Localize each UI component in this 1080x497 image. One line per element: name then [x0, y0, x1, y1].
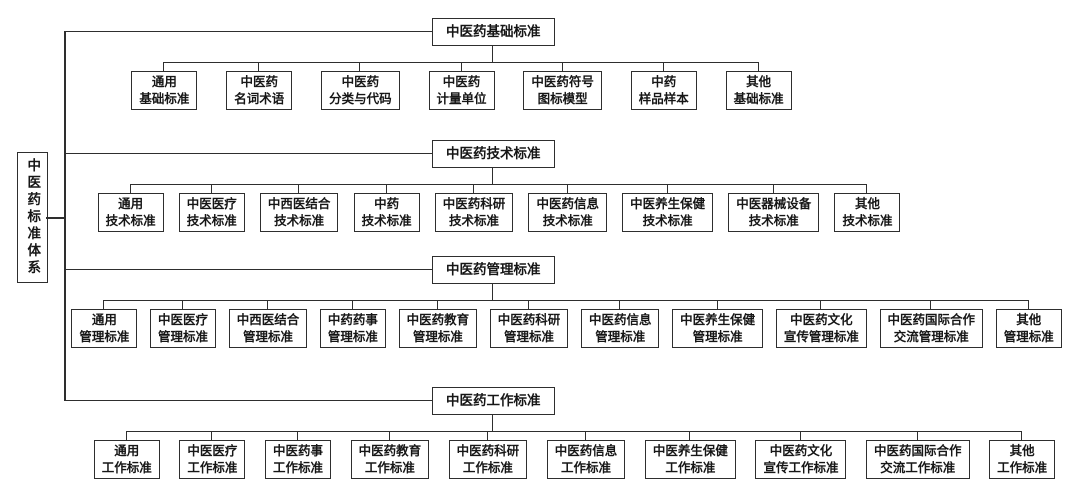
child-node-box: 中医养生保健 工作标准 [644, 440, 736, 479]
child-node-box: 中药 样品样本 [630, 71, 697, 110]
child-node-box: 中西医结合 管理标准 [228, 309, 308, 348]
child-node: 中西医结合 管理标准 [222, 300, 314, 348]
child-node-box: 中医医疗 工作标准 [179, 440, 246, 479]
child-node-box: 中医药国际合作 交流管理标准 [879, 309, 984, 348]
child-node: 其他 技术标准 [826, 184, 908, 232]
child-node: 中西医结合 技术标准 [252, 184, 346, 232]
child-node: 其他 工作标准 [979, 431, 1065, 479]
branch-connector-line [64, 152, 432, 154]
branch-header-holder: 中医药管理标准 [432, 256, 555, 299]
child-node: 中医药教育 工作标准 [340, 431, 439, 479]
child-node: 中医养生保健 管理标准 [665, 300, 770, 348]
child-node-box: 其他 基础标准 [725, 71, 792, 110]
child-node: 通用 工作标准 [84, 431, 170, 479]
child-node: 通用 基础标准 [117, 62, 212, 110]
branch-header-work-standards: 中医药工作标准 [432, 387, 555, 415]
child-node: 中医药教育 管理标准 [392, 300, 484, 348]
child-node: 中医养生保健 工作标准 [635, 431, 746, 479]
child-node: 中医药科研 工作标准 [438, 431, 538, 479]
branch-header-holder: 中医药基础标准 [432, 18, 555, 61]
child-node-box: 中医药信息 工作标准 [546, 440, 626, 479]
child-node-box: 通用 工作标准 [93, 440, 160, 479]
child-node-box: 中医药科研 技术标准 [434, 193, 514, 232]
child-node: 中医药信息 工作标准 [536, 431, 636, 479]
child-node-box: 中医医疗 技术标准 [178, 193, 245, 232]
child-node-box: 中医药教育 工作标准 [350, 440, 430, 479]
child-node-box: 中医养生保健 管理标准 [672, 309, 764, 348]
child-node: 中药 技术标准 [346, 184, 428, 232]
root-node-tcm-standard-system: 中医药标准体系 [17, 152, 48, 283]
child-node-box: 中药药事 管理标准 [319, 309, 386, 348]
child-node-box: 中西医结合 技术标准 [259, 193, 339, 232]
child-node: 通用 管理标准 [65, 300, 144, 348]
branch-header-management-standards: 中医药管理标准 [432, 256, 555, 284]
children-row-basic: 通用 基础标准 中医药 名词术语 中医药 分类与代码 中医药 计量单位 中医药符… [117, 62, 806, 110]
branch-connector-line [64, 30, 432, 32]
root-connector-line [46, 217, 65, 219]
child-node: 中医药信息 管理标准 [574, 300, 667, 348]
child-node-box: 通用 基础标准 [131, 71, 198, 110]
child-node-box: 其他 技术标准 [834, 193, 901, 232]
child-node-box: 其他 管理标准 [995, 309, 1062, 348]
child-node: 中医药事 工作标准 [255, 431, 341, 479]
child-node: 中医器械设备 技术标准 [720, 184, 828, 232]
child-node-box: 中医药信息 技术标准 [528, 193, 607, 232]
child-node: 中医药信息 技术标准 [520, 184, 615, 232]
child-node: 其他 基础标准 [711, 62, 806, 110]
child-node-box: 中医药科研 管理标准 [489, 309, 569, 348]
child-node-box: 中医药教育 管理标准 [398, 309, 478, 348]
children-row-management: 通用 管理标准 中医医疗 管理标准 中西医结合 管理标准 中药药事 管理标准 中… [65, 300, 1068, 348]
child-node-box: 中医药文化 宣传工作标准 [755, 440, 847, 479]
child-node-box: 中医养生保健 技术标准 [622, 193, 714, 232]
branch-header-technical-standards: 中医药技术标准 [432, 140, 555, 168]
child-node-box: 中医药事 工作标准 [264, 440, 331, 479]
child-node: 中医养生保健 技术标准 [614, 184, 721, 232]
child-node-box: 中医药 分类与代码 [321, 71, 400, 110]
child-node: 中医医疗 工作标准 [169, 431, 256, 479]
child-node: 中医药 计量单位 [414, 62, 509, 110]
child-node: 中医医疗 技术标准 [171, 184, 253, 232]
branch-connector-line [64, 268, 432, 270]
child-node: 中药药事 管理标准 [313, 300, 393, 348]
child-node: 中医药 分类与代码 [306, 62, 415, 110]
child-node-box: 中药 技术标准 [353, 193, 420, 232]
branch-header-holder: 中医药技术标准 [432, 140, 555, 183]
child-node: 中医药文化 宣传管理标准 [769, 300, 874, 348]
child-node-box: 中医器械设备 技术标准 [728, 193, 820, 232]
child-node: 中医药符号 图标模型 [508, 62, 617, 110]
child-node: 其他 管理标准 [989, 300, 1068, 348]
branch-header-basic-standards: 中医药基础标准 [432, 18, 555, 46]
child-node: 中医药文化 宣传工作标准 [745, 431, 857, 479]
branch-connector-line [64, 399, 432, 401]
child-node: 中医药科研 管理标准 [483, 300, 575, 348]
children-row-work: 通用 工作标准 中医医疗 工作标准 中医药事 工作标准 中医药教育 工作标准 中… [84, 431, 1065, 479]
child-node-box: 中医药符号 图标模型 [523, 71, 602, 110]
trunk-line [64, 31, 66, 401]
child-node-box: 通用 技术标准 [97, 193, 164, 232]
child-node-box: 中医药 名词术语 [226, 71, 293, 110]
child-node: 中医药国际合作 交流管理标准 [873, 300, 990, 348]
child-node-box: 其他 工作标准 [989, 440, 1056, 479]
child-node-box: 中医药国际合作 交流工作标准 [866, 440, 970, 479]
child-node: 中医药科研 技术标准 [427, 184, 521, 232]
child-node-box: 中医药信息 管理标准 [580, 309, 660, 348]
child-node: 中医药 名词术语 [211, 62, 307, 110]
branch-header-holder: 中医药工作标准 [432, 387, 555, 430]
child-node: 中药 样品样本 [616, 62, 712, 110]
child-node: 中医药国际合作 交流工作标准 [856, 431, 980, 479]
child-node-box: 通用 管理标准 [71, 309, 138, 348]
child-node: 中医医疗 管理标准 [143, 300, 223, 348]
child-node-box: 中医药科研 工作标准 [448, 440, 528, 479]
child-node-box: 中医药 计量单位 [428, 71, 495, 110]
child-node: 通用 技术标准 [90, 184, 172, 232]
child-node-box: 中医药文化 宣传管理标准 [775, 309, 867, 348]
child-node-box: 中医医疗 管理标准 [150, 309, 217, 348]
children-row-technical: 通用 技术标准 中医医疗 技术标准 中西医结合 技术标准 中药 技术标准 中医药… [90, 184, 908, 232]
